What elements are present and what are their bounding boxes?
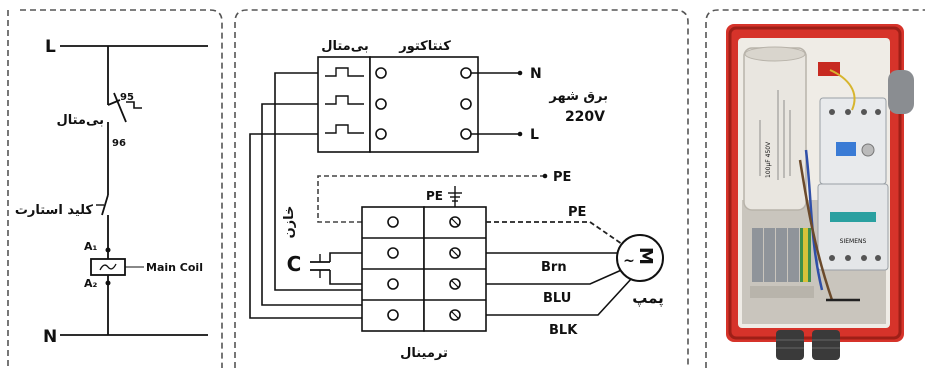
blu-label: BLU xyxy=(543,291,571,306)
pe-top-label: PE xyxy=(553,170,571,185)
terminal-l3 xyxy=(387,278,399,290)
contactor-terminal-4 xyxy=(460,98,472,110)
wire-overload-mid-to-terminal xyxy=(261,103,362,306)
wire-overload-bottom-to-terminal xyxy=(249,133,362,319)
motor-symbol xyxy=(616,234,664,282)
photo-contactor xyxy=(817,183,889,271)
start-switch-label: کلید استارت xyxy=(15,203,94,218)
supply-label: برق شهر xyxy=(548,89,608,104)
main-coil-label: Main Coil xyxy=(146,261,203,274)
capacitor-label: خازن xyxy=(282,206,297,239)
ladder-n-label: N xyxy=(43,327,57,347)
pe-motor-wire xyxy=(486,221,623,245)
pe-motor-label: PE xyxy=(568,205,586,220)
side-gland xyxy=(888,70,914,114)
photo-capacitor-text: 100µF 450V xyxy=(759,90,791,180)
wiring-panel-border xyxy=(234,9,689,368)
overload-contact-95: 95 xyxy=(120,92,134,103)
blk-wire xyxy=(486,277,633,316)
coil-wave-icon xyxy=(99,263,117,271)
wiring-contactor-label: کنتاکتور xyxy=(398,39,451,54)
ladder-l-label: L xyxy=(45,37,56,57)
photo-panel: 100µF 450V SIEMENS xyxy=(705,9,925,368)
motor-tilde: ~ xyxy=(623,253,635,269)
supply-l-label: L xyxy=(530,127,539,143)
blk-label: BLK xyxy=(549,323,578,338)
motor-m-label: M xyxy=(635,247,656,265)
photo-panel-border xyxy=(705,9,925,368)
contactor-terminal-5 xyxy=(375,128,387,140)
pe-top-dot xyxy=(542,173,548,179)
ladder-panel-border xyxy=(20,9,223,368)
photo-screws xyxy=(829,109,881,261)
contactor-terminals xyxy=(375,67,472,140)
supply-voltage: 220V xyxy=(565,109,605,125)
photo-wire-yellow xyxy=(829,69,856,111)
contactor-terminal-3 xyxy=(375,98,387,110)
supply-l-dot xyxy=(517,131,523,137)
terminal-strip xyxy=(361,206,487,332)
photo-capacitor xyxy=(743,47,807,211)
photo-relay-knob xyxy=(861,143,875,157)
wire-overload-top-to-terminal xyxy=(274,72,362,291)
coil-terminal-a1: A₁ xyxy=(84,240,98,253)
photo-contactor-strip xyxy=(830,212,876,222)
photo-cable-glands xyxy=(776,330,840,360)
ground-icon xyxy=(448,186,462,207)
ladder-panel: L 95 96 بی‌متال کلید استارت A₁ A₂ Main C… xyxy=(7,9,223,368)
pe-terminal-label: PE xyxy=(426,189,443,203)
contactor-block xyxy=(369,56,479,153)
photo-contactor-brand: SIEMENS xyxy=(840,238,867,245)
photo-relay-dial xyxy=(836,142,856,156)
overload-contact-96: 96 xyxy=(112,138,126,149)
overload-mechanism-icon xyxy=(126,101,142,109)
terminal-l1 xyxy=(387,216,399,228)
supply-n-dot xyxy=(517,70,523,76)
coil-terminal-a2: A₂ xyxy=(84,277,98,290)
terminal-label: ترمینال xyxy=(400,346,448,361)
terminal-l2 xyxy=(387,247,399,259)
brn-label: Brn xyxy=(541,260,567,275)
capacitor-icon xyxy=(310,252,362,285)
contactor-terminal-1 xyxy=(375,67,387,79)
capacitor-rating-text: 100µF 450V xyxy=(765,141,772,178)
wiring-overload-label: بی‌متال xyxy=(321,39,369,54)
wiring-panel: بی‌متال کنتاکتور N L برق شهر 220V xyxy=(234,9,689,368)
blu-wire xyxy=(486,267,627,285)
contactor-terminal-2 xyxy=(460,67,472,79)
coil-terminal-a2-dot xyxy=(105,280,111,286)
terminal-l4 xyxy=(387,309,399,321)
ladder-overload-label: بی‌متال xyxy=(56,113,104,128)
photo-wire-brown xyxy=(798,159,834,301)
photo-capacitor-top xyxy=(744,46,806,62)
overload-thermal-elements xyxy=(325,67,364,134)
photo-terminal-block xyxy=(750,228,814,298)
pump-label: پمپ xyxy=(632,289,664,308)
contactor-terminal-6 xyxy=(460,128,472,140)
supply-n-label: N xyxy=(530,66,542,82)
capacitor-symbol-label: C xyxy=(287,252,302,276)
start-switch-blade xyxy=(101,194,109,216)
overload-contact-bar xyxy=(113,92,127,123)
pe-dashed-wire xyxy=(317,175,545,223)
